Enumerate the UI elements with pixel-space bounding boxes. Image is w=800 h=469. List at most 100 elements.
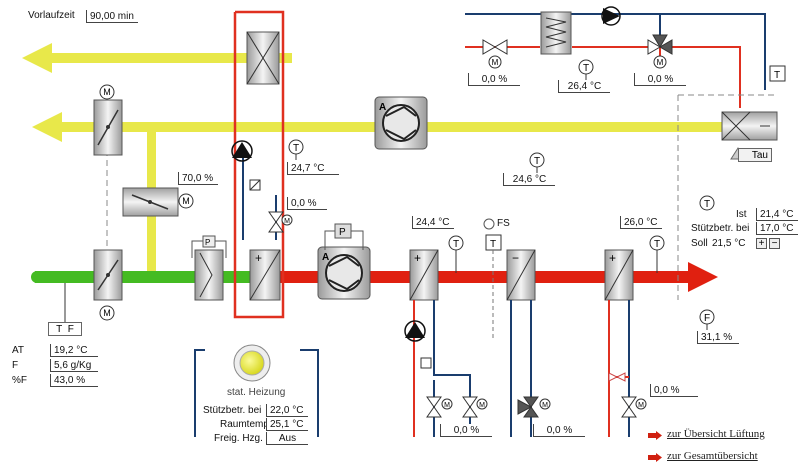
- svg-text:M: M: [657, 58, 664, 67]
- svg-text:M: M: [182, 196, 190, 206]
- reheater-coil: +: [604, 249, 634, 301]
- svg-text:M: M: [542, 402, 548, 409]
- svg-text:T: T: [293, 143, 299, 154]
- top-coil: [540, 11, 572, 55]
- tau-label: Tau: [738, 148, 772, 162]
- svg-text:T: T: [704, 199, 710, 210]
- soll-label: Soll: [691, 238, 708, 249]
- top-pump-icon[interactable]: [603, 8, 620, 24]
- ist-value: 21,4 °C: [756, 208, 798, 221]
- motor-icons: M M M: [99, 84, 194, 321]
- svg-text:T: T: [453, 239, 459, 250]
- reheater-valve-value: 0,0 %: [650, 384, 698, 397]
- svg-text:A: A: [322, 252, 329, 263]
- top-valve-right-value: 0,0 %: [634, 73, 686, 86]
- svg-text:M: M: [284, 218, 290, 225]
- temp-after-recovery-value: 24,7 °C: [287, 162, 339, 175]
- vorlaufzeit-value: 90,00 min: [86, 10, 138, 23]
- reheater-valve[interactable]: [608, 372, 647, 418]
- outside-sensor-f: F: [67, 324, 74, 335]
- heating-stuetz-label: Stützbetr. bei: [203, 405, 262, 416]
- top-water-circuit: [465, 13, 766, 108]
- temperature-sensors: T T T T T T F: [288, 59, 715, 325]
- heating-room-label: Raumtemp.: [220, 419, 272, 430]
- heating-stuetz-value: 22,0 °C: [266, 404, 308, 417]
- svg-text:T: T: [490, 239, 496, 250]
- heating-lamp-icon: [233, 344, 271, 382]
- plus-sign: +: [255, 251, 262, 265]
- svg-text:M: M: [492, 58, 499, 67]
- link-overall-overview[interactable]: zur Gesamtübersicht: [667, 450, 758, 462]
- heater-valve[interactable]: [426, 396, 453, 418]
- link-overview-ventilation[interactable]: zur Übersicht Lüftung: [667, 428, 765, 440]
- recovery-valve[interactable]: [268, 211, 293, 233]
- ist-label: Ist: [736, 209, 747, 220]
- svg-text:+: +: [609, 251, 616, 265]
- svg-text:T: T: [654, 239, 660, 250]
- top-coil-temp-value: 26,4 °C: [558, 80, 610, 93]
- svg-text:T: T: [583, 63, 589, 74]
- fs-label: FS: [497, 218, 510, 229]
- svg-text:P: P: [205, 238, 210, 247]
- coil-water-pipes: [413, 300, 630, 437]
- humidity-supply-value: 31,1 %: [697, 331, 739, 344]
- svg-text:T: T: [774, 70, 780, 81]
- exhaust-damper-upper[interactable]: [93, 99, 123, 156]
- sensor-stems: [295, 74, 708, 330]
- heating-pipes: [194, 349, 319, 437]
- top-valve-left-value: 0,0 %: [468, 73, 520, 86]
- valve-motor-labels: M M M M M: [284, 218, 644, 409]
- nav-arrow-icon: [648, 453, 662, 462]
- heating-room-value: 25,1 °C: [266, 418, 308, 431]
- heat-recovery-loop: [233, 10, 285, 319]
- heater-pump-icon[interactable]: [405, 322, 425, 338]
- outside-at-value: 19,2 °C: [50, 344, 98, 357]
- heater-check-valve-icon: [420, 357, 432, 369]
- top-valve-right[interactable]: M: [647, 34, 673, 69]
- filter-supply: P: [191, 235, 227, 301]
- heating-title: stat. Heizung: [227, 387, 286, 398]
- exhaust-heat-exchanger: [721, 111, 778, 141]
- recovery-valve-value: 0,0 %: [287, 197, 327, 210]
- top-valve-left[interactable]: M: [482, 39, 508, 69]
- heating-release-label: Freig. Hzg.: [214, 433, 263, 444]
- heat-recovery-exchanger-top: [246, 31, 280, 85]
- temp-exhaust-duct-value: 24,6 °C: [503, 173, 555, 186]
- outside-f-label: F: [12, 360, 19, 371]
- heat-recovery-pipe: [242, 150, 277, 240]
- outside-rh-value: 43,0 %: [50, 374, 98, 387]
- outside-damper[interactable]: [93, 249, 123, 301]
- svg-text:M: M: [103, 87, 111, 97]
- outside-rh-label: %F: [12, 375, 27, 386]
- recovery-pump-icon[interactable]: [232, 142, 252, 158]
- svg-text:+: +: [414, 251, 421, 265]
- svg-text:P: P: [339, 227, 346, 238]
- setpoint-minus-button[interactable]: −: [769, 238, 780, 249]
- svg-text:M: M: [444, 402, 450, 409]
- svg-text:A: A: [379, 102, 386, 113]
- heating-release-value: Aus: [266, 432, 308, 445]
- extract-air-duct-upper: [22, 43, 292, 73]
- exhaust-fan-icon[interactable]: A: [374, 96, 428, 150]
- supply-fan-icon[interactable]: A P: [317, 223, 371, 300]
- heater-coil: +: [409, 249, 439, 301]
- svg-text:M: M: [103, 308, 111, 318]
- setpoint-plus-button[interactable]: +: [756, 238, 767, 249]
- svg-text:F: F: [704, 313, 710, 324]
- svg-text:M: M: [479, 402, 485, 409]
- exhaust-damper-value: 70,0 %: [178, 172, 218, 185]
- soll-value[interactable]: 21,5 °C: [712, 238, 746, 249]
- heater-bypass-valve[interactable]: [462, 396, 488, 418]
- cooler-valve-value: 0,0 %: [533, 424, 585, 437]
- outside-at-label: AT: [12, 345, 25, 356]
- square-temp-sensors: T T: [485, 65, 786, 251]
- temp-after-heater-value: 24,4 °C: [412, 216, 454, 229]
- recirc-damper[interactable]: [122, 187, 179, 217]
- heat-recovery-exchanger-bottom: +: [249, 249, 281, 301]
- cooler-coil: −: [506, 249, 536, 301]
- stuetz-value: 17,0 °C: [756, 222, 798, 235]
- heater-valve-value: 0,0 %: [440, 424, 492, 437]
- outside-sensor-tf: T F: [48, 322, 82, 336]
- cooler-valve[interactable]: [517, 396, 551, 418]
